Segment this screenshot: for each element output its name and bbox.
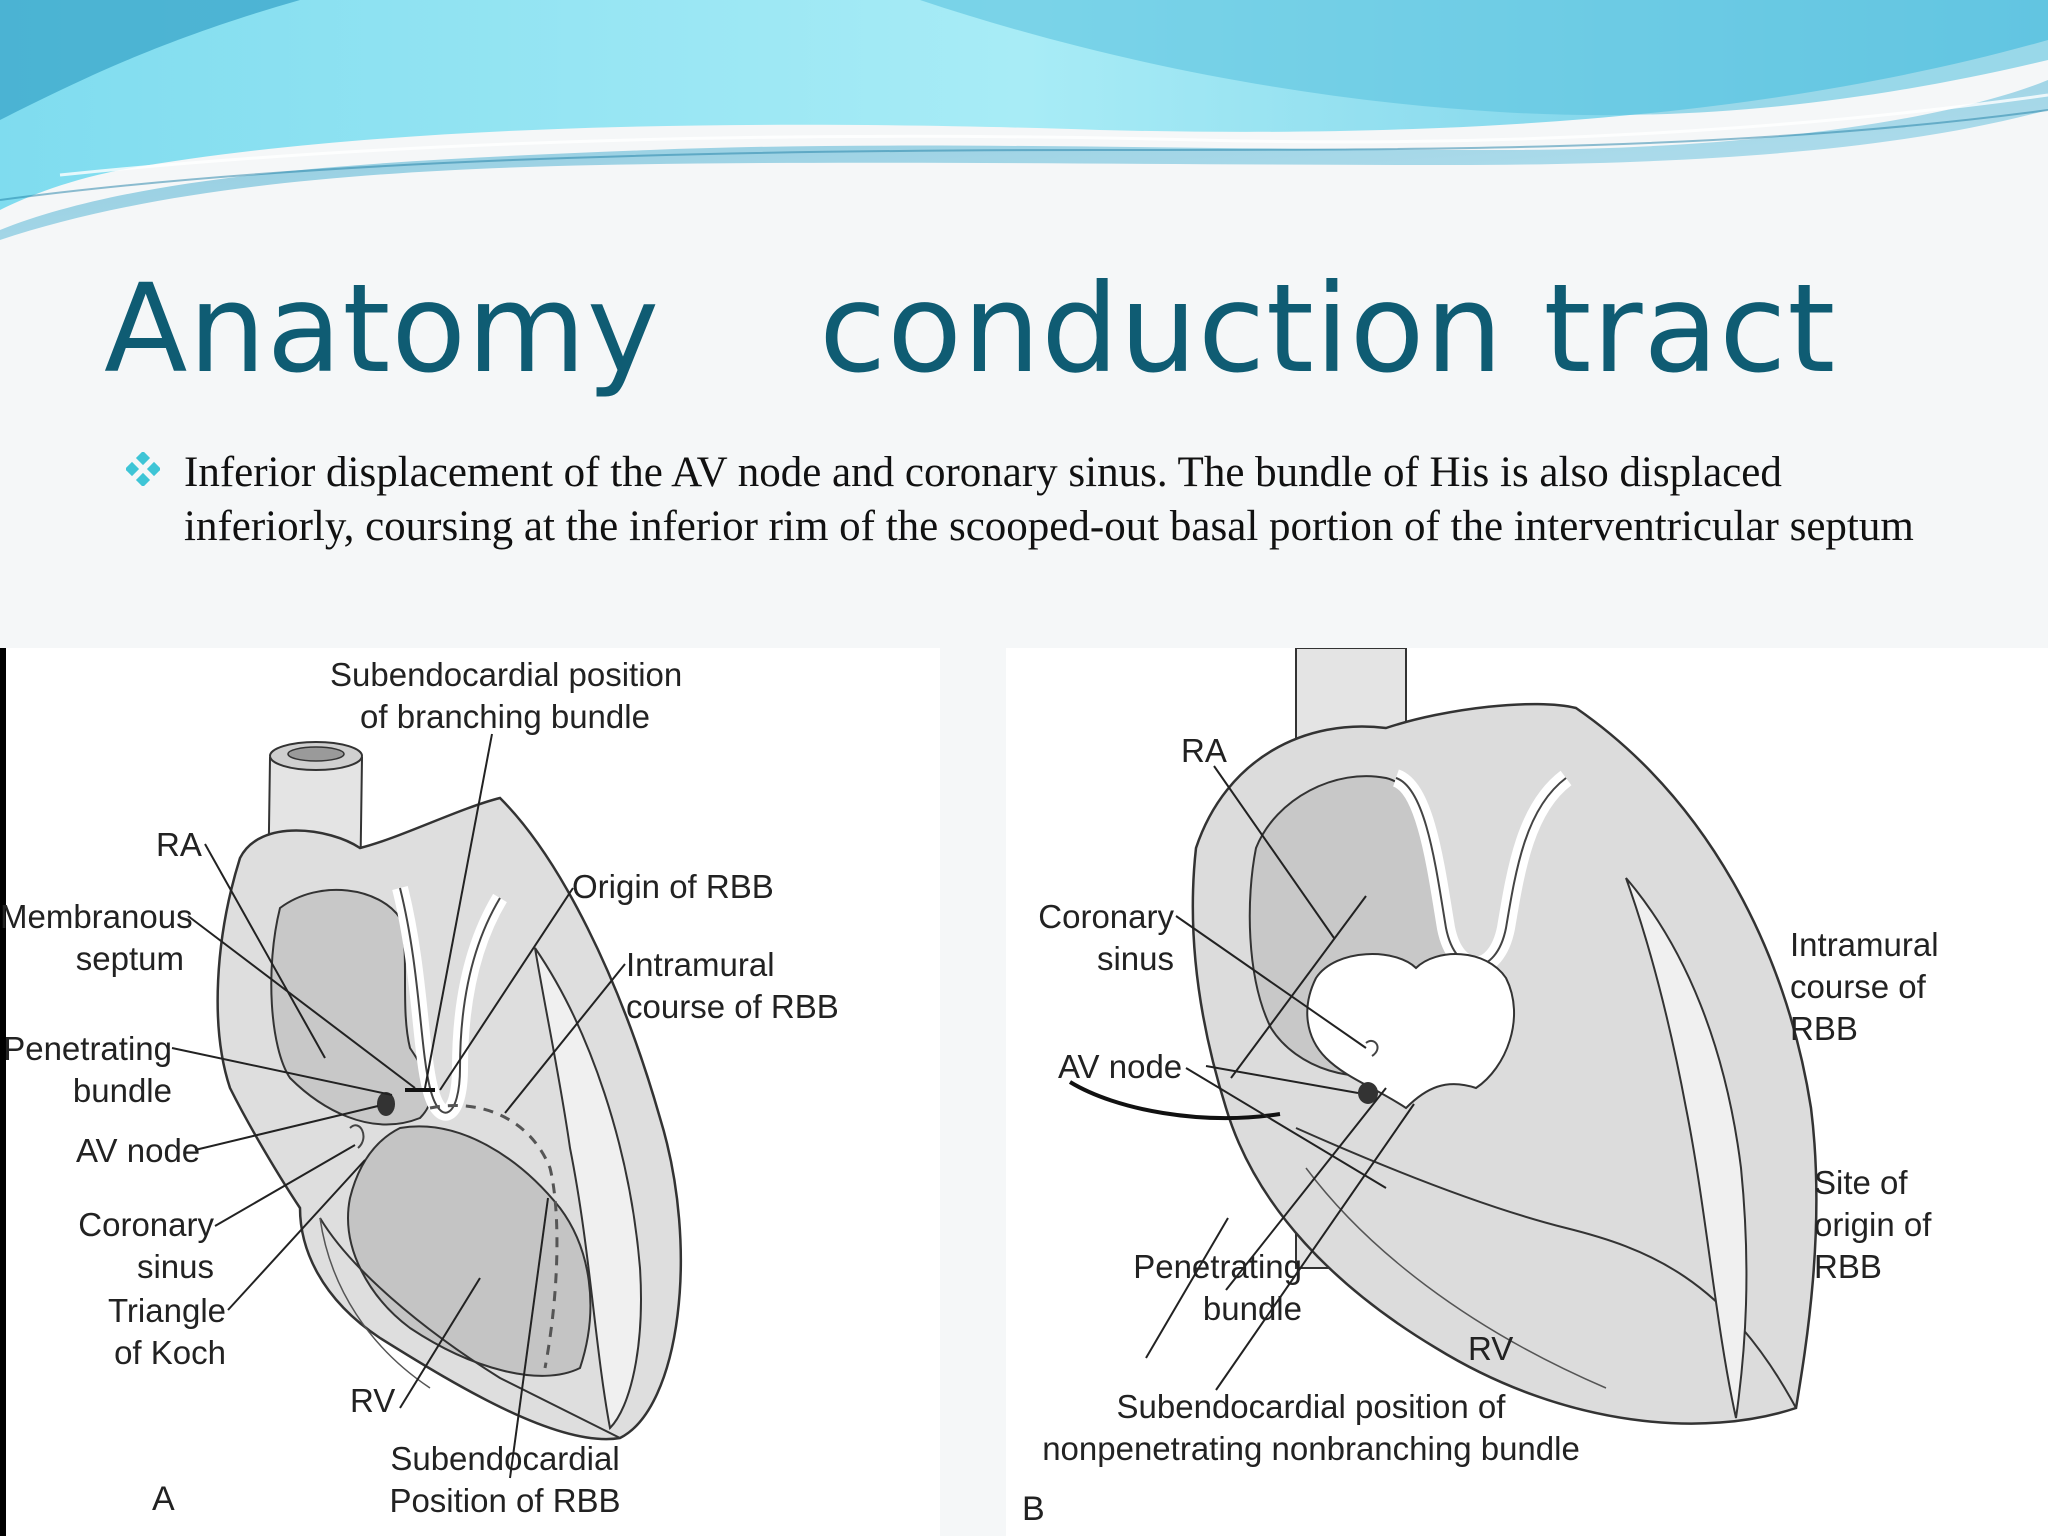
label-intramural-course: Intramural course of RBB <box>626 944 839 1028</box>
label-line: bundle <box>1006 1288 1302 1330</box>
label-line: Subendocardial position <box>330 654 680 696</box>
label-line: of branching bundle <box>330 696 680 738</box>
label-coronary-sinus: Coronary sinus <box>0 1204 214 1288</box>
label-line: Intramural <box>626 944 839 986</box>
label-av-node: AV node <box>76 1130 200 1172</box>
label-av-node: AV node <box>1058 1046 1182 1088</box>
label-ra: RA <box>156 824 202 866</box>
label-line: Subendocardial <box>380 1438 630 1480</box>
label-origin-of-rbb: Origin of RBB <box>572 866 774 908</box>
figure-b-heart-diagram: RA Coronary sinus AV node Intramural cou… <box>1006 648 2048 1536</box>
label-line: Position of RBB <box>380 1480 630 1522</box>
label-line: Membranous <box>0 896 184 938</box>
figure-a-heart-diagram: Subendocardial position of branching bun… <box>0 648 940 1536</box>
label-coronary-sinus: Coronary sinus <box>1006 896 1174 980</box>
label-line: course of RBB <box>626 986 839 1028</box>
label-penetrating-bundle: Penetrating bundle <box>0 1028 172 1112</box>
label-line: Coronary <box>1006 896 1174 938</box>
label-line: of Koch <box>0 1332 226 1374</box>
label-site-of-origin: Site of origin of RBB <box>1814 1162 1931 1288</box>
label-line: course of <box>1790 966 1939 1008</box>
label-line: nonpenetrating nonbranching bundle <box>1006 1428 1616 1470</box>
label-membranous-septum: Membranous septum <box>0 896 184 980</box>
panel-label-b: B <box>1022 1488 1045 1530</box>
label-line: Site of <box>1814 1162 1931 1204</box>
label-penetrating-bundle: Penetrating bundle <box>1006 1246 1302 1330</box>
label-line: Penetrating <box>1006 1246 1302 1288</box>
label-subendocardial-rbb: Subendocardial Position of RBB <box>380 1438 630 1522</box>
diamond-bullet-icon <box>126 452 160 486</box>
label-ra: RA <box>1181 730 1227 772</box>
label-line: sinus <box>0 1246 214 1288</box>
bullet-text: Inferior displacement of the AV node and… <box>184 446 1924 554</box>
label-line: sinus <box>1006 938 1174 980</box>
label-line: Triangle <box>0 1290 226 1332</box>
label-rv: RV <box>350 1380 395 1422</box>
label-line: origin of <box>1814 1204 1931 1246</box>
label-subendocardial-nonpenetrating: Subendocardial position of nonpenetratin… <box>1006 1386 1616 1470</box>
label-line: septum <box>0 938 184 980</box>
label-line: RBB <box>1814 1246 1931 1288</box>
label-line: Intramural <box>1790 924 1939 966</box>
label-line: Subendocardial position of <box>1006 1386 1616 1428</box>
label-triangle-of-koch: Triangle of Koch <box>0 1290 226 1374</box>
label-subendocardial-branching: Subendocardial position of branching bun… <box>330 654 680 738</box>
label-intramural-course: Intramural course of RBB <box>1790 924 1939 1050</box>
label-line: Penetrating <box>0 1028 172 1070</box>
label-rv: RV <box>1468 1328 1513 1370</box>
label-line: bundle <box>0 1070 172 1112</box>
label-line: RBB <box>1790 1008 1939 1050</box>
label-line: Coronary <box>0 1204 214 1246</box>
header-wave-banner <box>0 0 2048 240</box>
slide-title: Anatomy conduction tract <box>104 262 1836 396</box>
panel-label-a: A <box>152 1478 175 1520</box>
